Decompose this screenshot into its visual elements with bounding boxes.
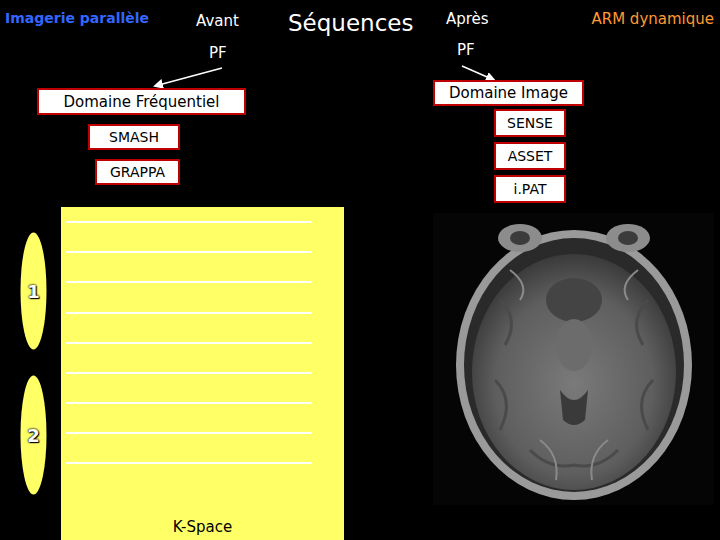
node-text: ASSET [508,148,553,164]
method-box: ASSET [494,142,566,170]
node-text: Domaine Fréquentiel [63,93,219,111]
domain-box: Domaine Fréquentiel [37,88,246,115]
section-heading: Imagerie parallèle [5,10,149,26]
kspace-panel: K-Space [61,207,344,540]
segment-ellipse: 2 [20,375,47,495]
node-text: SMASH [109,129,159,145]
mri-brain-image [433,213,714,505]
node-text: i.PAT [514,181,547,197]
method-box: SMASH [88,124,180,150]
method-box: GRAPPA [95,159,180,185]
callout-number: 2 [27,425,40,446]
pointer-arrow [462,66,494,80]
method-box: SENSE [494,109,566,137]
stage-label: PF [209,44,227,62]
kspace-lines [61,207,344,540]
domain-box: Domaine Image [433,80,584,106]
node-text: K-Space [173,518,232,536]
node-text: Domaine Image [449,84,568,102]
node-text: GRAPPA [110,164,165,180]
callout-number: 1 [27,281,40,302]
stage-label: Après [446,10,489,28]
stage-label: Avant [196,12,239,30]
slide-title: Séquences [288,10,413,36]
node-text: SENSE [507,115,553,131]
topic-label: ARM dynamique [591,10,714,28]
stage-label: PF [457,41,475,59]
segment-ellipse: 1 [20,232,47,350]
pointer-arrow [155,68,222,86]
method-box: i.PAT [494,175,566,203]
